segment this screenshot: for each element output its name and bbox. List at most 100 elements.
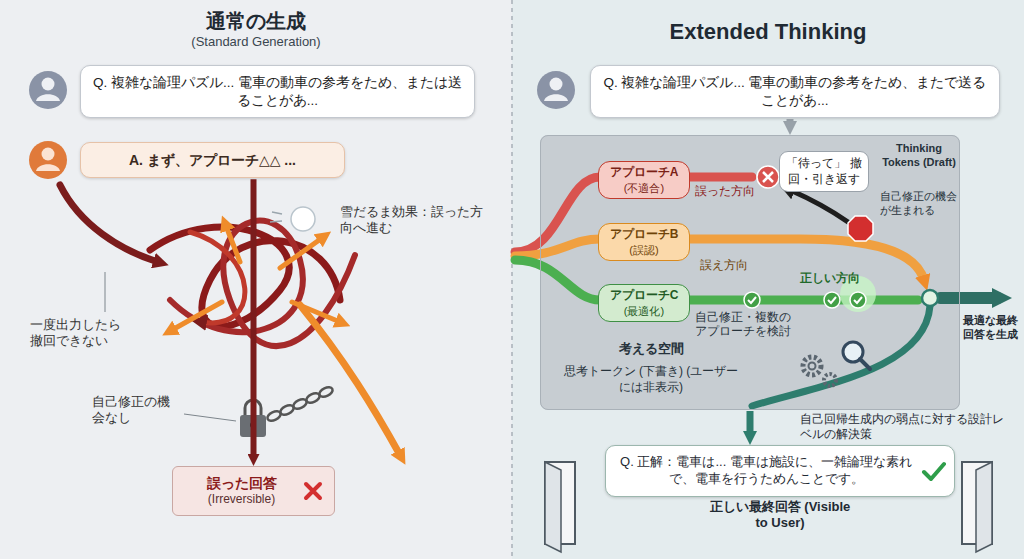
node-text: Extended Thinking (512, 18, 1024, 47)
door (976, 462, 992, 552)
panel-background (511, 0, 513, 559)
annotation-label: 誤った方向 (695, 184, 765, 198)
annotation-label: 自己修正の機会が生まれる (880, 190, 958, 218)
approach-arrows (940, 292, 998, 304)
tangled-arrows (190, 232, 245, 323)
check-circle (850, 292, 866, 308)
annotation-label: 誤え方向 (700, 258, 770, 272)
approach-box: アプローチA(不適合) (598, 161, 690, 199)
node-subtext: (Standard Generation) (0, 34, 512, 51)
ai-icon (36, 164, 60, 171)
check-circle (828, 297, 836, 303)
check-circle (748, 297, 756, 303)
node-text: アプローチC (603, 288, 685, 304)
stop-sign (848, 216, 873, 241)
node-text: 通常の生成 (0, 8, 512, 34)
user-icon (42, 78, 55, 91)
node-text: Q. 複雑な論理パズル... 電車の動車の参考をため、またで送ることがあ... (603, 74, 987, 109)
tangled-arrows (300, 305, 400, 455)
merge-point (922, 290, 938, 306)
tangled-arrows (280, 238, 322, 268)
answer-bubble: A. まず、アプローチ△△ ... (80, 142, 345, 178)
ai-icon (29, 141, 67, 179)
door (545, 462, 561, 552)
tangled-arrows (172, 302, 222, 330)
node-subtext: (不適合) (603, 181, 685, 195)
node-text: 「待って」 撤回・引き返す (786, 156, 862, 187)
tangled-arrows (60, 185, 158, 262)
node-text: Thinking Tokens (Draft) (879, 142, 959, 170)
gears (824, 374, 836, 386)
snowball (291, 207, 315, 231)
tangled-arrows (226, 226, 240, 262)
question-bubble: Q. 複雑な論理パズル... 電車の動車の参考をため、または送ることがあ... (80, 65, 475, 118)
final-answer-bubble: Q. 正解：電車は... 電車は施設に、一雑論理な素れで、電車を行うためんことで… (605, 445, 955, 497)
node-subtext: 思考トークン (下書き) (ユーザーには非表示) (561, 364, 741, 395)
wrong-answer-box: 誤った回答(Irreversible) (172, 466, 335, 516)
connector-arrow (787, 119, 794, 121)
chain (318, 385, 334, 398)
node-text: Q. 複雑な論理パズル... 電車の動車の参考をため、または送ることがあ... (93, 74, 462, 109)
tangled-arrows (170, 221, 355, 346)
annotation-label: 自己修正・複数のアプローチを検討 (695, 310, 795, 339)
thinking-space: Thinking Tokens (Draft) 考える空間思考トークン (下書き)… (540, 135, 960, 410)
error-mark (763, 172, 773, 182)
approach-arrows (515, 239, 924, 280)
annotation-label: 雪だるま効果：誤った方向へ進む (340, 205, 485, 236)
node-subtext: (誤認) (603, 243, 685, 257)
annotation-label: 自己修正の機会なし (92, 395, 182, 426)
check-circle (854, 297, 862, 303)
ai-icon (29, 141, 67, 179)
node-text: アプローチA (603, 165, 685, 181)
magnifier (843, 342, 870, 369)
gears (809, 363, 816, 370)
connector-arrow (251, 179, 257, 454)
snowball (270, 207, 315, 231)
node-subtext: 正しい最終回答 (Visible to User) (705, 499, 855, 532)
check-circle (824, 292, 840, 308)
approach-box: アプローチB(誤認) (598, 223, 690, 261)
node-subtext: (Irreversible) (183, 492, 300, 508)
node-text: Q. 正解：電車は... 電車は施設に、一雑論理な素れで、電車を行うためんことで… (618, 454, 914, 488)
node-text: 誤った回答 (183, 474, 300, 492)
leader-line (184, 414, 236, 421)
approach-arrows (515, 177, 998, 406)
node-subtext: 考える空間 (561, 341, 741, 358)
user-icon (36, 94, 60, 101)
annotation-label: 自己回帰生成内の弱点に対する設計レベルの解決策 (800, 412, 1015, 442)
panel: 通常の生成(Standard Generation) Q. 複雑な論理パズル...… (0, 0, 512, 559)
snowball (270, 212, 282, 222)
check-circle (744, 292, 760, 308)
callout-bubble: 「待って」 撤回・引き返す (779, 151, 869, 192)
merge-point (922, 290, 938, 306)
user-icon (544, 94, 568, 101)
panel-background (0, 0, 512, 559)
node-text: A. まず、アプローチ△△ ... (93, 151, 332, 169)
panel: Extended Thinking Q. 複雑な論理パズル... 電車の動車の参考… (512, 0, 1024, 559)
user-icon (29, 71, 67, 109)
error-mark (757, 166, 779, 188)
error-mark (757, 166, 779, 188)
gears (803, 357, 836, 386)
leader-line (105, 272, 106, 312)
approach-box: アプローチC(最適化) (598, 284, 690, 322)
magnifier (860, 359, 870, 369)
check-mark (920, 458, 946, 484)
check-circle (744, 292, 866, 308)
cross-mark (300, 478, 326, 504)
annotation-label: 最適な最終回答を生成 (963, 314, 1019, 342)
ai-icon (42, 148, 55, 161)
annotation-label: 正しい方向 (800, 271, 872, 285)
stop-sign (848, 216, 873, 241)
question-bubble: Q. 複雑な論理パズル... 電車の動車の参考をため、またで送ることがあ... (590, 65, 1000, 118)
node-text: アプローチB (603, 227, 685, 243)
user-icon (537, 71, 575, 109)
node-subtext: (最適化) (603, 304, 685, 318)
panel-background (512, 0, 1024, 559)
user-icon (550, 78, 563, 91)
approach-arrows (790, 190, 848, 222)
connector-arrow (747, 411, 754, 431)
annotation-label: 一度出力したら撤回できない (30, 318, 130, 349)
chain (266, 385, 334, 422)
